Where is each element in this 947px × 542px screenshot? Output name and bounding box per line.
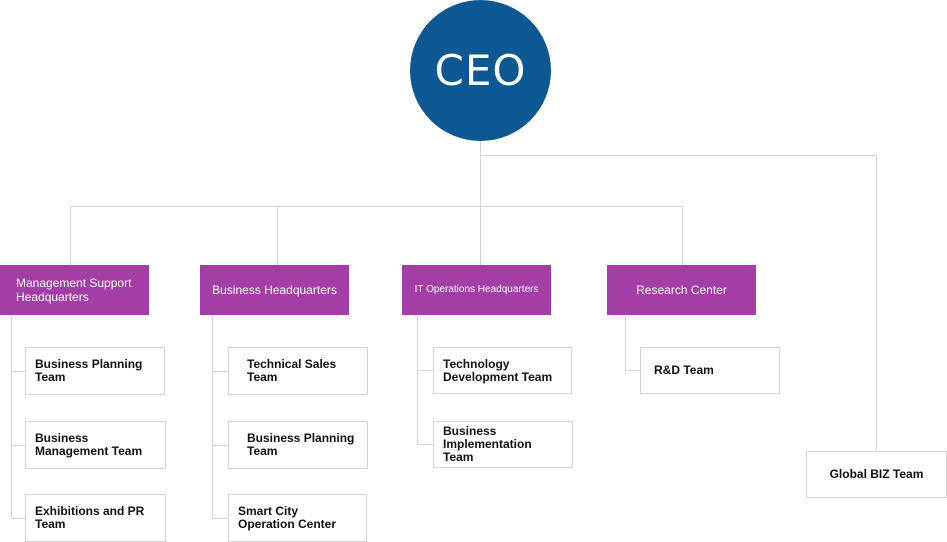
team-global-biz: Global BIZ Team xyxy=(806,451,947,498)
team-label: Business Planning Team xyxy=(35,357,143,384)
team-label: Exhibitions and PR Team xyxy=(35,504,145,531)
team-smart-city-operation: Smart City Operation Center xyxy=(228,494,367,542)
connector-team-group-2 xyxy=(212,315,228,519)
team-technology-development: Technology Development Team xyxy=(433,347,572,394)
team-exhibitions-pr: Exhibitions and PR Team xyxy=(25,494,166,542)
team-label: Business Planning Team xyxy=(247,431,355,458)
hq-label: Management Support Headquarters xyxy=(16,276,132,304)
team-label: R&D Team xyxy=(654,363,714,377)
hq-business: Business Headquarters xyxy=(200,265,349,315)
hq-research-center: Research Center xyxy=(607,265,756,315)
team-business-implementation: Business Implementation Team xyxy=(433,421,573,468)
ceo-node: CEO xyxy=(410,0,551,141)
connector-team-group-3 xyxy=(417,315,433,445)
team-label: Business Implementation Team xyxy=(443,424,532,464)
team-business-management: Business Management Team xyxy=(25,421,166,469)
connector-team-group-4 xyxy=(625,315,640,371)
team-label: Smart City Operation Center xyxy=(238,504,337,531)
hq-label: Business Headquarters xyxy=(212,283,337,297)
team-business-planning: Business Planning Team xyxy=(25,347,165,395)
team-label: Global BIZ Team xyxy=(829,467,924,481)
ceo-label: CEO xyxy=(434,46,527,95)
hq-it-operations: IT Operations Headquarters xyxy=(402,265,551,315)
hq-label: Research Center xyxy=(636,283,727,297)
team-technical-sales: Technical Sales Team xyxy=(228,347,368,395)
team-business-planning-2: Business Planning Team xyxy=(228,421,368,469)
team-label: Business Management Team xyxy=(35,431,143,458)
connector-global xyxy=(480,155,877,451)
hq-label: IT Operations Headquarters xyxy=(414,284,539,295)
connector-team-group-1 xyxy=(11,315,25,519)
hq-management-support: Management Support Headquarters xyxy=(0,265,149,315)
team-label: Technology Development Team xyxy=(443,356,553,384)
team-label: Technical Sales Team xyxy=(247,357,337,384)
team-rnd: R&D Team xyxy=(640,347,780,394)
